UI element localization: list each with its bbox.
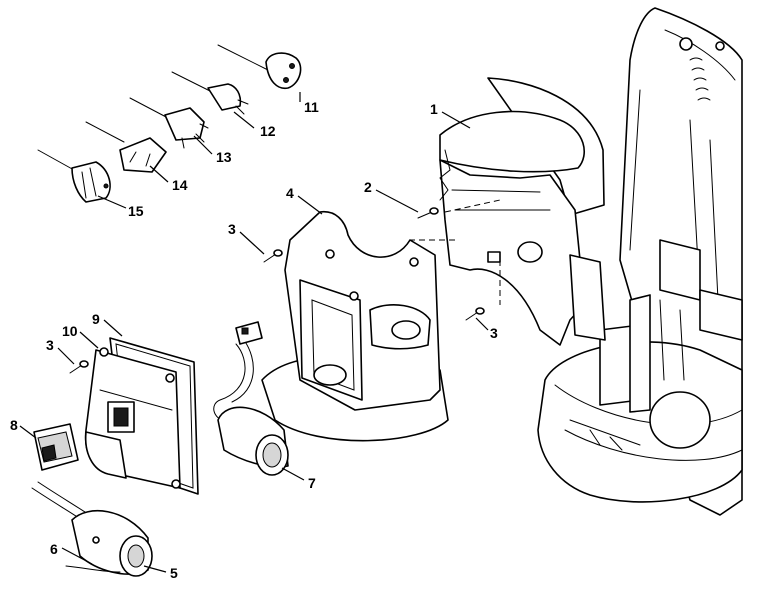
machine-housing — [537, 7, 743, 516]
screw-part-3-right — [465, 307, 485, 321]
callout-6: 6 — [50, 541, 58, 557]
callout-3-upper: 3 — [228, 221, 236, 237]
callout-10: 10 — [62, 323, 78, 339]
plug-part-12 — [171, 71, 249, 115]
screw-part-2 — [417, 207, 439, 219]
callout-4: 4 — [286, 185, 294, 201]
part-1-cover — [439, 77, 606, 346]
part-6-wire — [65, 565, 121, 573]
part-7-capacitor — [213, 321, 289, 476]
callout-1: 1 — [430, 101, 438, 117]
plug-part-14 — [85, 121, 167, 173]
callout-3-left: 3 — [46, 337, 54, 353]
part-8-rocker-switch — [33, 423, 79, 471]
callout-15: 15 — [128, 203, 144, 219]
leader-lines — [19, 92, 489, 573]
screw-part-3-upper — [263, 249, 283, 263]
part-4-fan-housing — [261, 210, 449, 442]
callout-13: 13 — [216, 149, 232, 165]
plug-part-15 — [37, 149, 111, 203]
plug-part-11 — [217, 44, 302, 90]
part-10-electrical-box — [84, 347, 181, 489]
callout-2: 2 — [364, 179, 372, 195]
callout-14: 14 — [172, 177, 188, 193]
callout-9: 9 — [92, 311, 100, 327]
screw-part-3-left — [69, 360, 89, 374]
callout-8: 8 — [10, 417, 18, 433]
part-5-capacitor — [31, 481, 153, 577]
callout-7: 7 — [308, 475, 316, 491]
callout-5: 5 — [170, 565, 178, 581]
callout-3-right: 3 — [490, 325, 498, 341]
callout-11: 11 — [304, 99, 319, 115]
vent-slots — [689, 57, 711, 101]
plug-part-13 — [129, 97, 209, 149]
callout-12: 12 — [260, 123, 276, 139]
